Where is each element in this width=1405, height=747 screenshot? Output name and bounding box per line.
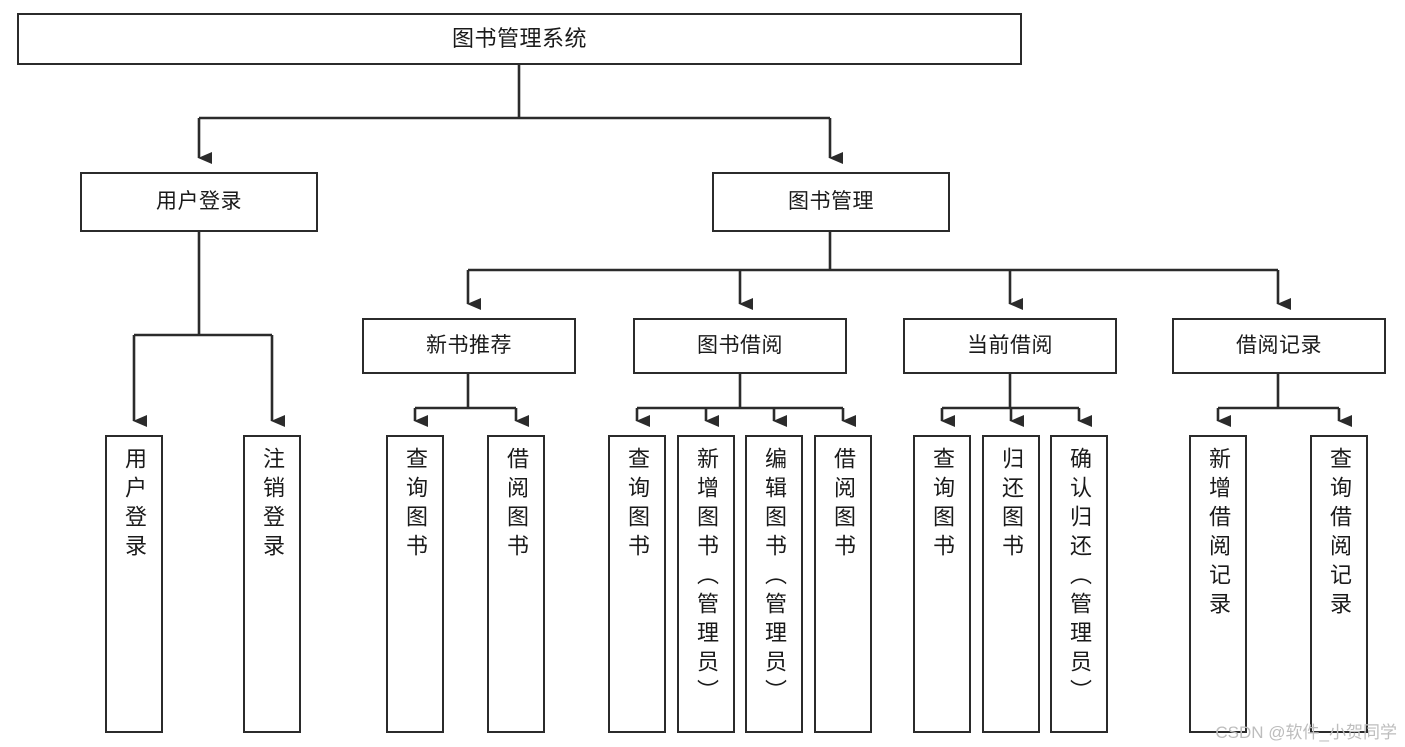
- leaf-node[interactable]: 查询图书: [608, 435, 666, 733]
- leaf-node[interactable]: 借阅图书: [487, 435, 545, 733]
- leaf-node-label: 用户登录: [122, 447, 147, 563]
- node-root[interactable]: 图书管理系统: [17, 13, 1022, 65]
- node-root-label: 图书管理系统: [451, 26, 587, 52]
- leaf-node-label: 注销登录: [260, 447, 285, 563]
- leaf-node[interactable]: 用户登录: [105, 435, 163, 733]
- leaf-node[interactable]: 借阅图书: [814, 435, 872, 733]
- leaf-node-label: 新增图书（管理员）: [694, 447, 719, 708]
- node-current-borrow[interactable]: 当前借阅: [903, 318, 1117, 374]
- leaf-node-label: 查询图书: [930, 447, 955, 563]
- node-book-management[interactable]: 图书管理: [712, 172, 950, 232]
- leaf-node[interactable]: 注销登录: [243, 435, 301, 733]
- leaf-node[interactable]: 确认归还（管理员）: [1050, 435, 1108, 733]
- leaf-node-label: 编辑图书（管理员）: [762, 447, 787, 708]
- leaf-node[interactable]: 查询图书: [913, 435, 971, 733]
- node-book-borrow[interactable]: 图书借阅: [633, 318, 847, 374]
- leaf-node[interactable]: 查询图书: [386, 435, 444, 733]
- leaf-node[interactable]: 编辑图书（管理员）: [745, 435, 803, 733]
- node-user-login[interactable]: 用户登录: [80, 172, 318, 232]
- leaf-node-label: 查询借阅记录: [1327, 447, 1352, 621]
- leaf-node-label: 归还图书: [999, 447, 1024, 563]
- leaf-node[interactable]: 查询借阅记录: [1310, 435, 1368, 733]
- leaf-node[interactable]: 新增借阅记录: [1189, 435, 1247, 733]
- leaf-node[interactable]: 归还图书: [982, 435, 1040, 733]
- node-new-book-recommend[interactable]: 新书推荐: [362, 318, 576, 374]
- leaf-node-label: 查询图书: [403, 447, 428, 563]
- watermark: CSDN @软件_小贺同学: [1215, 723, 1397, 742]
- node-borrow-record-label: 借阅记录: [1236, 333, 1322, 357]
- leaf-node-label: 新增借阅记录: [1206, 447, 1231, 621]
- leaf-node[interactable]: 新增图书（管理员）: [677, 435, 735, 733]
- leaf-node-label: 借阅图书: [504, 447, 529, 563]
- node-borrow-record[interactable]: 借阅记录: [1172, 318, 1386, 374]
- node-book-management-label: 图书管理: [788, 189, 874, 213]
- leaf-node-label: 确认归还（管理员）: [1067, 447, 1092, 708]
- node-book-borrow-label: 图书借阅: [697, 333, 783, 357]
- leaf-node-label: 借阅图书: [831, 447, 856, 563]
- node-current-borrow-label: 当前借阅: [967, 333, 1053, 357]
- node-user-login-label: 用户登录: [156, 189, 242, 213]
- node-new-book-recommend-label: 新书推荐: [426, 333, 512, 357]
- leaf-node-label: 查询图书: [625, 447, 650, 563]
